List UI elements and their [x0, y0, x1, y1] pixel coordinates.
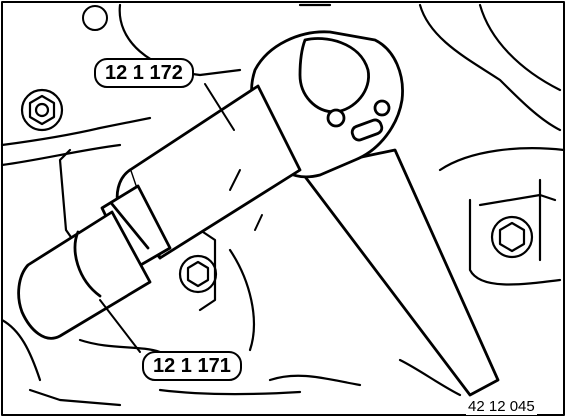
- socket-tube: [17, 210, 152, 340]
- ratchet-head: [250, 30, 404, 179]
- round-boss: [82, 5, 108, 31]
- hex-bolt-right: [490, 215, 534, 259]
- part-number-callout-upper: 12 1 172: [94, 58, 194, 88]
- hex-bolt-center: [178, 254, 218, 294]
- ratchet-handle: [298, 148, 500, 397]
- leader-lines: [99, 83, 235, 353]
- figure-number: 42 12 045: [466, 398, 537, 415]
- hex-bolt-left: [20, 88, 64, 132]
- part-number-callout-lower: 12 1 171: [142, 351, 242, 381]
- break-marks: [229, 169, 263, 231]
